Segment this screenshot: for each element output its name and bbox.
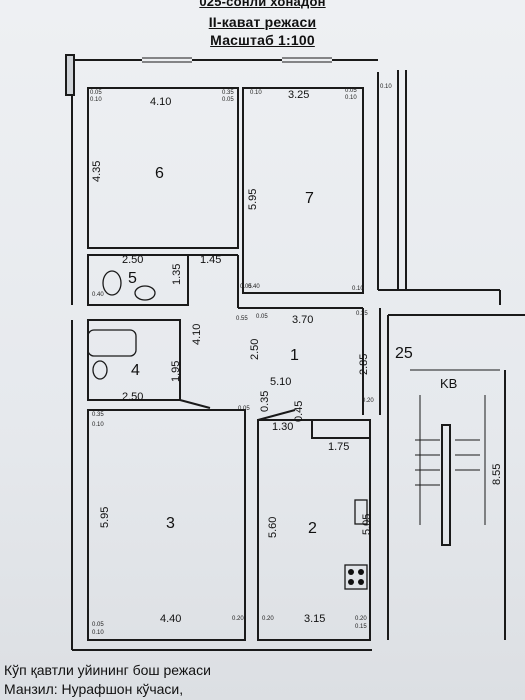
dim-text: 2.85 xyxy=(358,354,370,375)
top-windows xyxy=(142,57,332,63)
dim-text: 0.45 xyxy=(293,401,305,422)
mark-text: 0.20 xyxy=(262,616,274,622)
mark-text: 0.05 xyxy=(256,314,268,320)
stair-steps xyxy=(415,439,480,486)
washbasin-icon xyxy=(92,360,108,380)
dim-text: 5.10 xyxy=(270,376,291,388)
dim-text: 4.10 xyxy=(191,324,203,345)
stair-rail xyxy=(441,424,451,546)
plan-title-floor: II-кават режаси xyxy=(208,14,317,30)
dim-text: 1.30 xyxy=(272,421,293,433)
room-label-25: 25 xyxy=(395,345,413,362)
stairwell-label: KB xyxy=(440,376,457,391)
sink-icon xyxy=(134,285,156,301)
mark-text: 0.05 xyxy=(345,88,357,94)
dim-text: 3.70 xyxy=(292,314,313,326)
room-label-5: 5 xyxy=(128,270,137,287)
room-2-door xyxy=(257,409,296,421)
bathtub-icon xyxy=(87,329,137,357)
burner-icon xyxy=(358,569,364,575)
dim-text: 3.15 xyxy=(304,613,325,625)
dim-text: 2.50 xyxy=(249,339,261,360)
mark-text: 0.55 xyxy=(236,316,248,322)
dim-text: 0.35 xyxy=(259,391,271,412)
footer-address: Манзил: Нурафшон кўчаси, xyxy=(4,681,184,697)
dim-text: 4.35 xyxy=(91,161,103,182)
burner-icon xyxy=(348,569,354,575)
outer-wall-right xyxy=(377,72,501,305)
room-label-1: 1 xyxy=(290,347,299,364)
dim-text: 1.75 xyxy=(328,441,349,453)
mark-text: 0.10 xyxy=(380,84,392,90)
mark-text: 0.10 xyxy=(352,286,364,292)
dim-text: 3.25 xyxy=(288,89,309,101)
mark-text: 0.20 xyxy=(355,616,367,622)
wall-corner-tl xyxy=(65,54,75,96)
burner-icon xyxy=(348,579,354,585)
mark-text: 0.10 xyxy=(250,90,262,96)
mark-text: 0.40 xyxy=(92,292,104,298)
footer-building-plan: Кўп қавтли уйининг бош режаси xyxy=(4,662,211,678)
stairwell-outline xyxy=(387,314,525,640)
room-label-6: 6 xyxy=(155,165,164,182)
mark-text: 0.40 xyxy=(248,284,260,290)
dim-text: 5.05 xyxy=(361,514,373,535)
mark-text: 0.05 xyxy=(90,90,102,96)
kitchen-sink-icon xyxy=(354,499,368,525)
mark-text: 0.10 xyxy=(92,630,104,636)
mark-text: 0.05 xyxy=(222,97,234,103)
plan-title-apartment: 025-сонли хонадон xyxy=(199,0,326,9)
dim-text: 4.10 xyxy=(150,96,171,108)
room-label-4: 4 xyxy=(131,362,140,379)
mark-text: 0.05 xyxy=(92,622,104,628)
dim-text: 5.60 xyxy=(267,517,279,538)
mark-text: 0.05 xyxy=(238,406,250,412)
mark-text: 0.35 xyxy=(92,412,104,418)
room-6-outline xyxy=(87,87,239,249)
toilet-icon xyxy=(102,270,122,296)
mark-text: 0.20 xyxy=(362,398,374,404)
mark-text: 0.10 xyxy=(345,95,357,101)
right-wall-double xyxy=(397,70,407,290)
room-7-outline xyxy=(242,87,364,294)
dim-text: 8.55 xyxy=(491,464,503,485)
dim-text: 1.35 xyxy=(171,264,183,285)
corridor-top-wall xyxy=(188,254,363,309)
room-label-7: 7 xyxy=(305,190,314,207)
room-label-3: 3 xyxy=(166,515,175,532)
dim-text: 2.50 xyxy=(122,391,143,403)
mark-text: 0.10 xyxy=(90,97,102,103)
dim-text: 2.50 xyxy=(122,254,143,266)
outer-wall-left-bottom xyxy=(71,60,372,651)
dim-text: 5.95 xyxy=(99,507,111,528)
dim-text: 5.95 xyxy=(247,189,259,210)
mark-text: 0.35 xyxy=(356,311,368,317)
dim-text: 1.95 xyxy=(170,361,182,382)
dim-text: 1.45 xyxy=(200,254,221,266)
stair-wall xyxy=(362,308,381,415)
plan-title-scale: Масштаб 1:100 xyxy=(210,32,315,48)
stair-dim-lines xyxy=(419,395,486,525)
stove-icon xyxy=(344,564,368,590)
room-3-outline xyxy=(87,409,246,641)
room-5-outline xyxy=(87,254,189,306)
mark-text: 0.15 xyxy=(355,624,367,630)
burner-icon xyxy=(358,579,364,585)
room-4-door xyxy=(179,320,211,409)
mark-text: 0.20 xyxy=(232,616,244,622)
counter-outline xyxy=(311,419,371,439)
mark-text: 0.10 xyxy=(92,422,104,428)
mark-text: 0.05 xyxy=(240,284,252,290)
room-label-2: 2 xyxy=(308,520,317,537)
dim-text: 4.40 xyxy=(160,613,181,625)
floor-plan: 6 7 5 4 1 3 2 25 KB 4.10 3.25 4.35 5.95 … xyxy=(65,54,525,651)
mark-text: 0.35 xyxy=(222,90,234,96)
